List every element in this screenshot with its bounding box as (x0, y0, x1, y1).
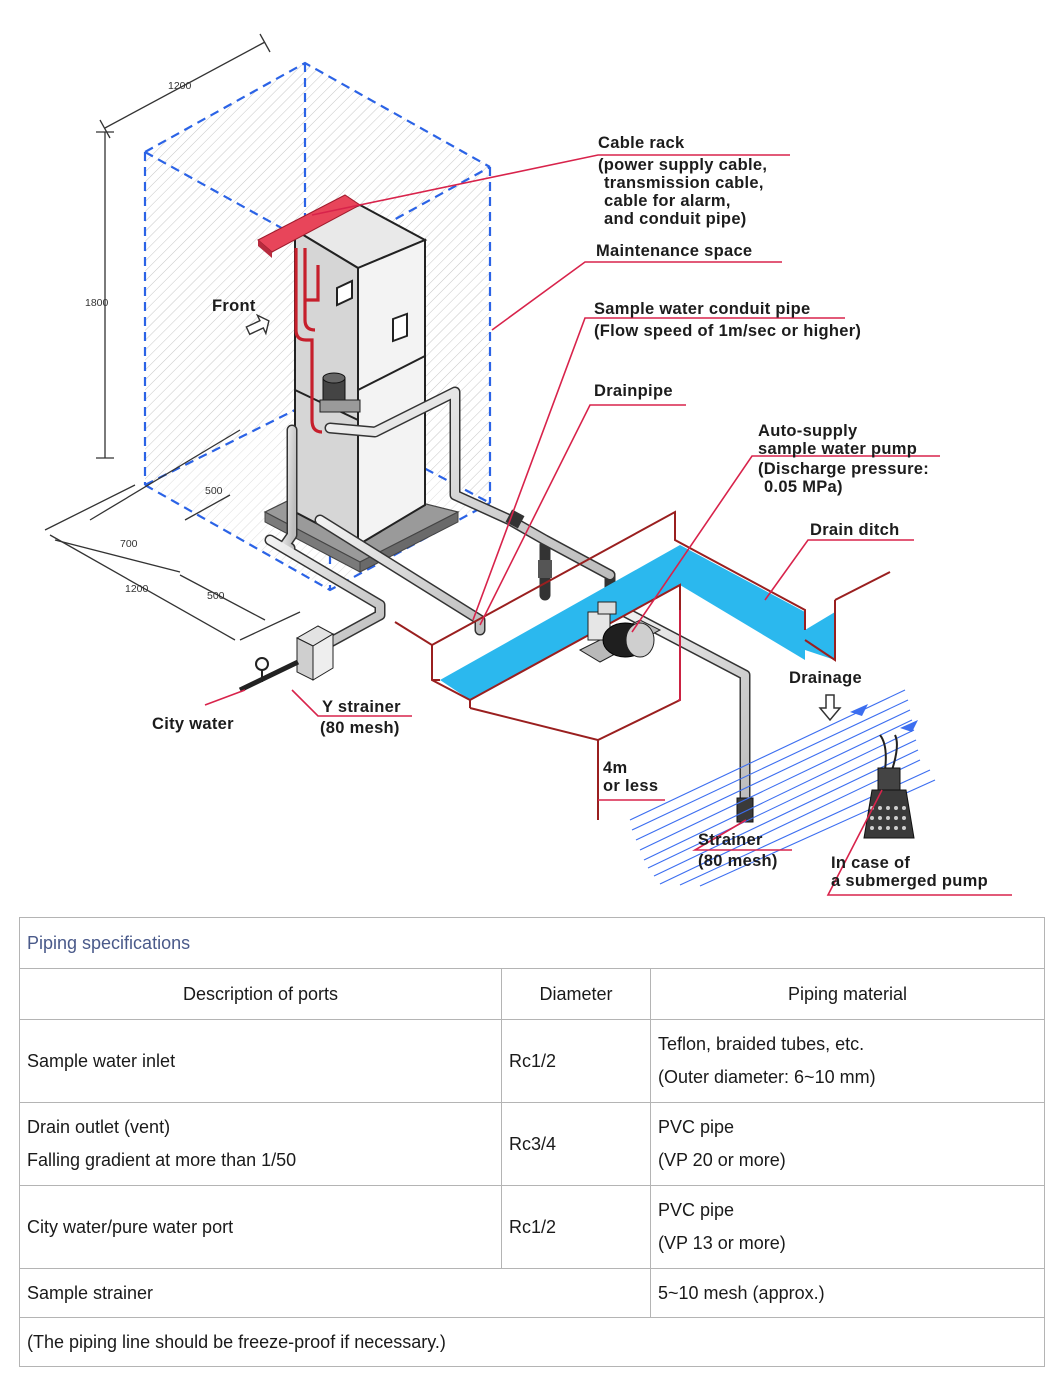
red-cable (294, 248, 323, 434)
row-material: PVC pipe (VP 13 or more) (650, 1185, 1045, 1269)
label-cable-rack-note-2: transmission cable, (604, 174, 764, 192)
table-row: Drain outlet (vent) Falling gradient at … (19, 1102, 1045, 1186)
label-maintenance-space: Maintenance space (596, 242, 752, 260)
table-row: City water/pure water port Rc1/2 PVC pip… (19, 1185, 1045, 1269)
table-note: (The piping line should be freeze-proof … (19, 1317, 1045, 1367)
row-diameter: Rc3/4 (501, 1102, 651, 1186)
pipe-valve (538, 560, 552, 578)
label-drainpipe: Drainpipe (594, 382, 673, 400)
label-cable-rack-note-4: and conduit pipe) (604, 210, 747, 228)
label-city-water: City water (152, 715, 234, 733)
dim-500-bottom: 500 (207, 590, 225, 602)
pipe-coupling (505, 509, 525, 529)
row-description: Drain outlet (vent) Falling gradient at … (19, 1102, 502, 1186)
header-material: Piping material (650, 968, 1045, 1020)
dim-height: 1800 (85, 297, 109, 309)
piping-spec-table: Piping specifications Description of por… (19, 917, 1045, 1367)
label-drainage: Drainage (789, 669, 862, 687)
label-cable-rack-note-3: cable for alarm, (604, 192, 731, 210)
front-arrow-icon (245, 313, 270, 336)
label-sample-conduit-note: (Flow speed of 1m/sec or higher) (594, 322, 861, 340)
label-cable-rack: Cable rack (598, 134, 685, 152)
label-auto-pump-1: Auto-supply (758, 422, 858, 440)
dim-500-top: 500 (205, 485, 223, 497)
label-depth-1: 4m (603, 759, 627, 777)
row-description: Sample strainer (19, 1268, 651, 1318)
drainage-arrow (818, 694, 842, 722)
label-auto-pump-note-2: 0.05 MPa) (764, 478, 843, 496)
label-front: Front (212, 297, 256, 315)
table-caption: Piping specifications (19, 917, 1045, 969)
leader-lines (204, 154, 1012, 896)
installation-diagram: 1200 1800 500 700 1200 500 (44, 33, 1012, 896)
label-sample-conduit: Sample water conduit pipe (594, 300, 811, 318)
label-submerged-2: a submerged pump (831, 872, 988, 890)
label-cable-rack-note-1: (power supply cable, (598, 156, 767, 174)
row-diameter: Rc1/2 (501, 1185, 651, 1269)
label-strainer-mesh: (80 mesh) (698, 852, 778, 870)
dimension-lines (44, 33, 301, 641)
dim-width-top: 1200 (168, 80, 192, 92)
header-description: Description of ports (19, 968, 502, 1020)
y-strainer (238, 625, 335, 693)
table-row: Sample water inlet Rc1/2 Teflon, braided… (19, 1019, 1045, 1103)
label-auto-pump-2: sample water pump (758, 440, 917, 458)
row-description: Sample water inlet (19, 1019, 502, 1103)
label-y-strainer: Y strainer (322, 698, 401, 716)
dimension-values: 1200 1800 500 700 1200 500 (85, 80, 225, 602)
dim-700: 700 (120, 538, 138, 550)
cabinet-pump (319, 372, 361, 413)
label-depth-2: or less (603, 777, 658, 795)
dim-1200: 1200 (125, 583, 149, 595)
row-description: City water/pure water port (19, 1185, 502, 1269)
analyzer-cabinet (292, 203, 428, 547)
drain-ditch (394, 510, 891, 820)
diagram-labels: Front Cable rack (power supply cable, tr… (152, 134, 988, 890)
label-submerged-1: In case of (831, 854, 910, 872)
row-diameter: Rc1/2 (501, 1019, 651, 1103)
label-auto-pump-note-1: (Discharge pressure: (758, 460, 929, 478)
header-diameter: Diameter (501, 968, 651, 1020)
label-y-strainer-mesh: (80 mesh) (320, 719, 400, 737)
table-row: Sample strainer 5~10 mesh (approx.) (19, 1268, 1045, 1318)
row-material: PVC pipe (VP 20 or more) (650, 1102, 1045, 1186)
label-drain-ditch: Drain ditch (810, 521, 899, 539)
row-material: 5~10 mesh (approx.) (650, 1268, 1045, 1318)
label-strainer: Strainer (698, 831, 763, 849)
row-material: Teflon, braided tubes, etc. (Outer diame… (650, 1019, 1045, 1103)
